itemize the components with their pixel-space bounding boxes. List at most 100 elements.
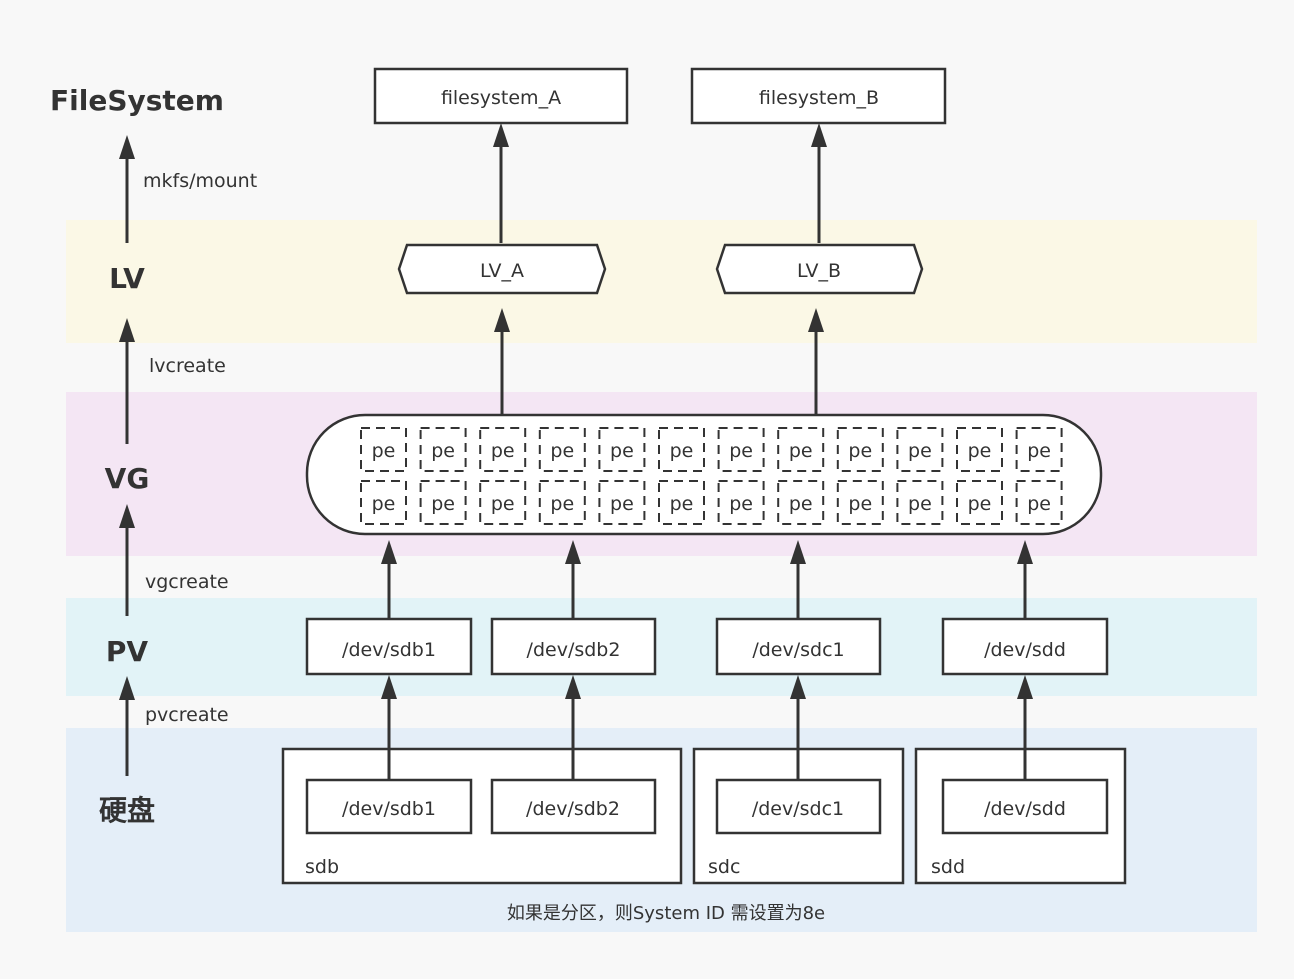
pv-sdb2-label: /dev/sdb2 xyxy=(527,639,621,661)
pe-block: pe xyxy=(896,427,944,472)
pv-sdb1-node: /dev/sdb1 xyxy=(305,617,473,676)
arrow-lv-b-to-filesystem-b xyxy=(811,123,827,243)
filesystem-a-label: filesystem_A xyxy=(441,87,561,109)
pe-label: pe xyxy=(670,440,694,462)
pe-label: pe xyxy=(372,440,396,462)
disk-note: 如果是分区，则System ID 需设置为8e xyxy=(507,903,825,924)
pe-label: pe xyxy=(610,493,634,515)
filesystem-b-node: filesystem_B xyxy=(690,67,947,125)
pe-label: pe xyxy=(491,493,515,515)
arrow-vg-to-lv-a xyxy=(494,308,510,414)
pv-boxes: /dev/sdb1/dev/sdb2/dev/sdc1/dev/sdd xyxy=(305,617,1109,676)
partition-sdc1-label: /dev/sdc1 xyxy=(752,798,844,820)
pe-block: pe xyxy=(360,427,407,472)
pe-block: pe xyxy=(658,427,705,472)
pe-block: pe xyxy=(598,427,646,472)
command-label-pvcreate: pvcreate xyxy=(145,704,229,726)
pe-block: pe xyxy=(1015,480,1063,525)
disk-sdc-label: sdc xyxy=(708,856,740,878)
pe-label: pe xyxy=(491,440,515,462)
partition-sdb1-label: /dev/sdb1 xyxy=(342,798,436,820)
pe-label: pe xyxy=(610,440,634,462)
pe-block: pe xyxy=(836,427,884,472)
pe-label: pe xyxy=(1027,440,1051,462)
pe-block: pe xyxy=(360,480,407,525)
pe-block: pe xyxy=(836,480,884,525)
partition-sdb1: /dev/sdb1 xyxy=(305,778,473,835)
arrow-pv-sdc1-to-vg xyxy=(790,540,806,619)
layer-label-lv: LV xyxy=(109,262,145,295)
partition-sdb2: /dev/sdb2 xyxy=(490,778,657,835)
filesystem-a-node: filesystem_A xyxy=(373,67,629,125)
command-label-vgcreate: vgcreate xyxy=(145,571,229,593)
pe-block: pe xyxy=(419,427,467,472)
pe-block: pe xyxy=(777,427,825,472)
pe-label: pe xyxy=(550,493,574,515)
pe-label: pe xyxy=(729,493,753,515)
arrow-partition-to-pv-sdb2 xyxy=(565,675,581,780)
arrow-pv-to-vg xyxy=(119,504,135,616)
layer-label-filesystem: FileSystem xyxy=(50,84,224,117)
pv-sdb1-label: /dev/sdb1 xyxy=(342,639,436,661)
pe-label: pe xyxy=(729,440,753,462)
pe-label: pe xyxy=(372,493,396,515)
arrow-partition-to-pv-sdb1 xyxy=(381,675,397,780)
pe-label: pe xyxy=(848,493,872,515)
pe-label: pe xyxy=(789,440,813,462)
pe-label: pe xyxy=(670,493,694,515)
pv-sdc1-label: /dev/sdc1 xyxy=(752,639,844,661)
pe-block: pe xyxy=(1015,427,1063,472)
arrow-pv-sdd-to-vg xyxy=(1017,540,1033,619)
pe-label: pe xyxy=(431,440,455,462)
pe-label: pe xyxy=(848,440,872,462)
command-label-lvcreate: lvcreate xyxy=(149,355,226,377)
arrow-vg-to-lv xyxy=(119,318,135,444)
arrow-lv-a-to-filesystem-a xyxy=(493,123,509,243)
flow-arrows xyxy=(381,123,1033,780)
pe-block: pe xyxy=(479,427,527,472)
lv-a-node: LV_A xyxy=(397,243,607,295)
lv-b-label: LV_B xyxy=(797,260,841,282)
arrow-lv-to-filesystem xyxy=(119,135,135,243)
pv-sdd-label: /dev/sdd xyxy=(984,639,1066,661)
arrow-vg-to-lv-b xyxy=(808,308,824,414)
partition-sdd-label: /dev/sdd xyxy=(984,798,1066,820)
pe-block: pe xyxy=(538,427,586,472)
command-label-mkfs: mkfs/mount xyxy=(143,170,257,192)
left-arrows xyxy=(119,135,135,776)
pe-block: pe xyxy=(658,480,705,525)
disk-sdd-label: sdd xyxy=(931,856,965,878)
partition-sdb2-label: /dev/sdb2 xyxy=(526,798,620,820)
arrow-pv-sdb2-to-vg xyxy=(565,540,581,619)
pe-label: pe xyxy=(550,440,574,462)
pe-block: pe xyxy=(717,480,765,525)
pv-sdc1-node: /dev/sdc1 xyxy=(715,617,882,676)
lv-band xyxy=(66,220,1257,343)
lv-b-node: LV_B xyxy=(715,243,924,295)
pe-block: pe xyxy=(479,480,527,525)
disk-sdb-label: sdb xyxy=(305,856,339,878)
arrow-partition-to-pv-sdc1 xyxy=(790,675,806,780)
filesystem-b-label: filesystem_B xyxy=(759,87,879,109)
pe-block: pe xyxy=(896,480,944,525)
pv-sdb2-node: /dev/sdb2 xyxy=(490,617,657,676)
partition-sdd: /dev/sdd xyxy=(941,778,1109,835)
pe-block: pe xyxy=(419,480,467,525)
pe-label: pe xyxy=(789,493,813,515)
partition-sdc1: /dev/sdc1 xyxy=(715,778,882,835)
layer-label-disk: 硬盘 xyxy=(99,794,155,827)
layer-label-vg: VG xyxy=(105,462,150,495)
pe-label: pe xyxy=(431,493,455,515)
pe-block: pe xyxy=(956,427,1003,472)
pe-block: pe xyxy=(538,480,586,525)
arrow-disk-to-pv xyxy=(119,676,135,776)
pe-label: pe xyxy=(968,440,992,462)
pe-block: pe xyxy=(777,480,825,525)
arrow-pv-sdb1-to-vg xyxy=(381,540,397,619)
layer-label-pv: PV xyxy=(106,635,149,668)
pe-block: pe xyxy=(598,480,646,525)
pe-block: pe xyxy=(717,427,765,472)
pe-block: pe xyxy=(956,480,1003,525)
